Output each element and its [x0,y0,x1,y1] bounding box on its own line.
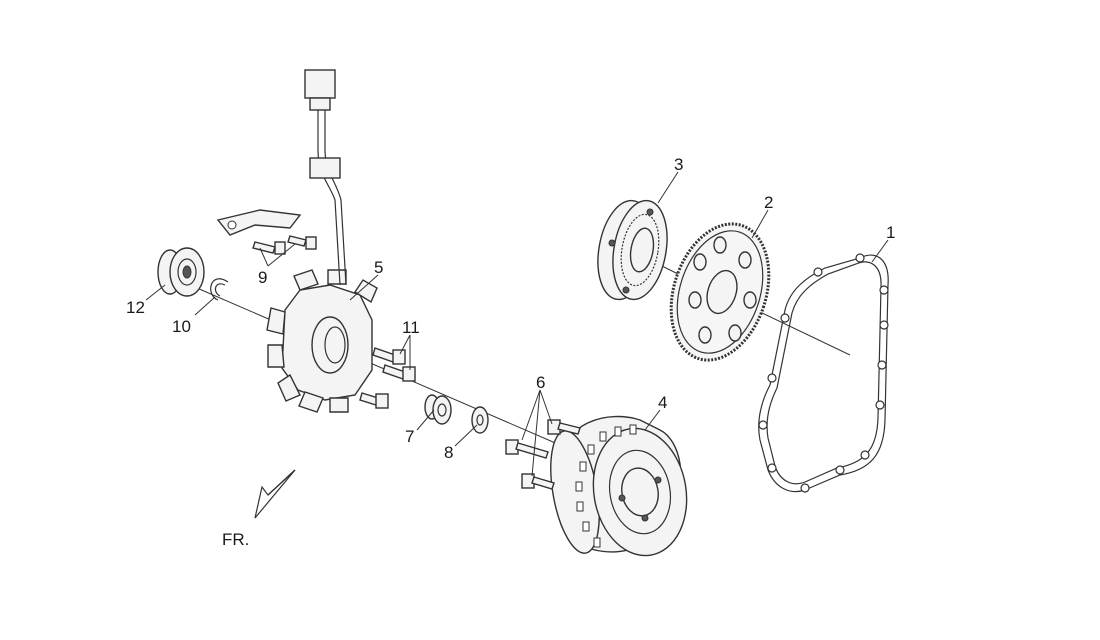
callout-7: 7 [405,427,414,446]
bracket-bolts [252,235,317,255]
callout-6: 6 [536,373,545,392]
callout-8: 8 [444,443,453,462]
callout-11: 11 [402,318,420,337]
cover-gasket [758,253,889,493]
washer [471,406,489,434]
stator-bolts [359,347,416,409]
stator [266,269,378,413]
front-direction-arrow [254,469,296,519]
front-marker-label: FR. [222,530,249,549]
callout-3: 3 [674,155,683,174]
callout-2: 2 [764,193,773,212]
callout-5: 5 [374,258,383,277]
callout-1: 1 [886,223,895,242]
callout-10: 10 [172,317,191,336]
circlip [210,278,229,301]
callout-4: 4 [658,393,667,412]
flywheel-rotor [550,415,688,557]
starter-clutch [597,199,668,301]
callout-12: 12 [126,298,145,317]
bearing [157,247,205,297]
flange-collar [424,394,452,425]
callout-leaders [145,171,889,477]
starter-driven-gear [669,222,771,362]
callout-9: 9 [258,268,267,287]
flywheel-bolts [505,419,581,490]
wiring-harness [304,69,347,286]
cable-clamp-bracket [216,209,302,236]
